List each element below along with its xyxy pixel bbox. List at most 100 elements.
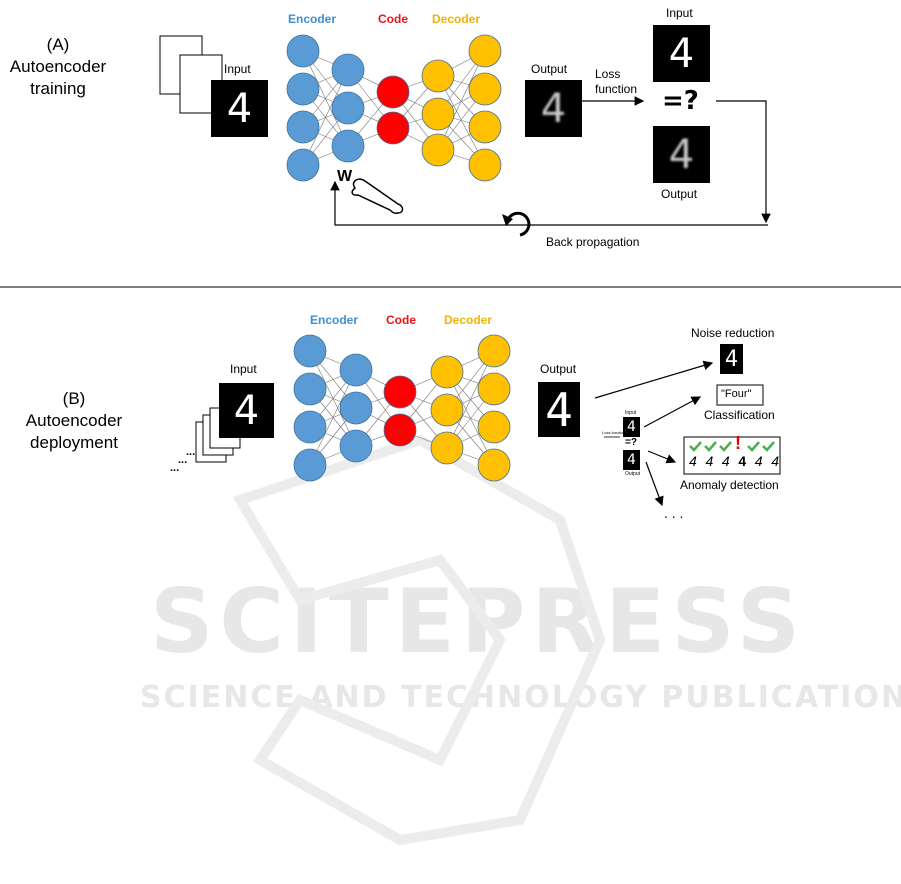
panel-a-label-line2: Autoencoder <box>9 57 107 76</box>
net-b-code-node <box>383 413 417 447</box>
net-a-decoder-node <box>421 133 455 167</box>
input-digit-image-a: 4 <box>211 80 268 137</box>
net-a-decoder-node <box>468 110 502 144</box>
mini-output-label: Output <box>625 471 641 477</box>
net-a-code-node <box>376 111 410 145</box>
mini-compare-symbol: =? <box>625 437 637 448</box>
mini-loss-label: Loss function <box>602 430 626 435</box>
compare-to-backprop-arrow <box>716 100 771 224</box>
panel-b-label: (B) Autoencoder deployment <box>24 388 124 454</box>
net-a-decoder-node <box>468 72 502 106</box>
output-digit-image-a: 4 <box>525 80 582 137</box>
classification-label: Classification <box>704 408 775 422</box>
net-b-encoder-node <box>293 410 327 444</box>
more-outcomes: . . . <box>664 505 684 521</box>
cycle-icon <box>505 211 531 237</box>
anomaly-arrow <box>647 450 677 464</box>
code-header-b: Code <box>386 313 416 327</box>
encoder-header-a: Encoder <box>288 12 337 26</box>
net-b-decoder-node <box>430 431 464 465</box>
cycle-icon-head <box>502 214 513 226</box>
panel-b-label-line1: (B) <box>62 389 86 408</box>
net-a-decoder-node <box>468 148 502 182</box>
compare-output-label: Output <box>661 187 698 201</box>
mini-output-image: 4 <box>623 450 640 470</box>
mini-input-label: Input <box>625 410 637 416</box>
anomaly-exclamation: ! <box>735 433 741 453</box>
encoder-header-b: Encoder <box>310 313 359 327</box>
anomaly-checkmarks <box>689 441 775 452</box>
decoder-header-a: Decoder <box>432 12 481 26</box>
input-label-a: Input <box>224 62 251 76</box>
output-label-a: Output <box>531 62 568 76</box>
net-a-decoder-node <box>421 97 455 131</box>
network-a-nodes <box>286 34 502 182</box>
anomaly-digit-4: 4 <box>738 453 747 469</box>
net-a-encoder-node <box>286 72 320 106</box>
network-b-nodes <box>293 334 511 482</box>
anomaly-digits: 4 4 4 4 4 4 <box>689 453 779 469</box>
net-b-encoder-node <box>293 334 327 368</box>
mini-input-image: 4 <box>623 417 640 437</box>
net-b-encoder-node <box>339 353 373 387</box>
net-b-encoder-node <box>293 372 327 406</box>
net-a-encoder-node <box>286 110 320 144</box>
net-b-connection <box>309 369 357 466</box>
panel-a-label-line1: (A) <box>46 35 70 54</box>
watermark-text: SCITEPRESS <box>150 570 807 673</box>
net-b-encoder-node <box>339 429 373 463</box>
noise-reduction-label: Noise reduction <box>691 326 775 340</box>
net-b-decoder-node <box>477 448 511 482</box>
ellipsis-b-1: ... <box>186 446 196 458</box>
panel-b-label-line3: deployment <box>30 433 118 452</box>
backprop-arrow <box>330 180 768 226</box>
more-arrow <box>645 461 664 507</box>
watermark-shape <box>232 434 606 846</box>
compare-symbol-a: =? <box>662 86 699 116</box>
watermark-subtext: SCIENCE AND TECHNOLOGY PUBLICATIONS <box>140 680 901 715</box>
anomaly-digit-1: 4 <box>689 453 697 469</box>
four-label: "Four" <box>721 388 752 400</box>
ellipsis-b-3: ... <box>170 462 180 474</box>
weight-symbol: W <box>337 168 353 185</box>
loss-label-line1: Loss <box>595 67 621 81</box>
net-b-decoder-node <box>477 372 511 406</box>
net-a-decoder-node <box>468 34 502 68</box>
net-a-encoder-node <box>331 91 365 125</box>
backprop-label: Back propagation <box>546 235 640 249</box>
net-a-connection <box>437 50 486 151</box>
noise-arrow <box>594 360 714 399</box>
wrench-icon <box>351 178 404 214</box>
compare-output-image: 4 <box>653 126 710 183</box>
noise-reduction-image: 4 <box>720 344 743 374</box>
net-b-decoder-node <box>477 334 511 368</box>
panel-a-label-line3: training <box>30 79 86 98</box>
input-digit-image-b: 4 <box>219 383 274 438</box>
loss-function-label: Loss function <box>595 67 637 97</box>
compare-input-label: Input <box>666 6 693 20</box>
input-label-b: Input <box>230 362 257 376</box>
panel-b-label-line2: Autoencoder <box>25 411 123 430</box>
classification-box <box>716 384 764 406</box>
net-b-decoder-node <box>477 410 511 444</box>
output-digit-image-b: 4 <box>538 382 580 437</box>
net-a-encoder-node <box>286 148 320 182</box>
net-b-encoder-node <box>293 448 327 482</box>
anomaly-digit-6: 4 <box>771 453 779 469</box>
ellipsis-b-2: ... <box>178 454 188 466</box>
net-a-encoder-node <box>286 34 320 68</box>
net-b-decoder-node <box>430 355 464 389</box>
code-header-a: Code <box>378 12 408 26</box>
net-a-code-node <box>376 75 410 109</box>
compare-input-image: 4 <box>653 25 710 82</box>
net-a-encoder-node <box>331 53 365 87</box>
output-label-b: Output <box>540 362 577 376</box>
anomaly-detection-label: Anomaly detection <box>680 478 779 492</box>
anomaly-digit-5: 4 <box>754 453 763 469</box>
net-b-decoder-node <box>430 393 464 427</box>
anomaly-digit-2: 4 <box>705 453 714 469</box>
net-b-code-node <box>383 375 417 409</box>
panel-a-label: (A) Autoencoder training <box>8 34 108 100</box>
anomaly-digit-3: 4 <box>721 453 730 469</box>
